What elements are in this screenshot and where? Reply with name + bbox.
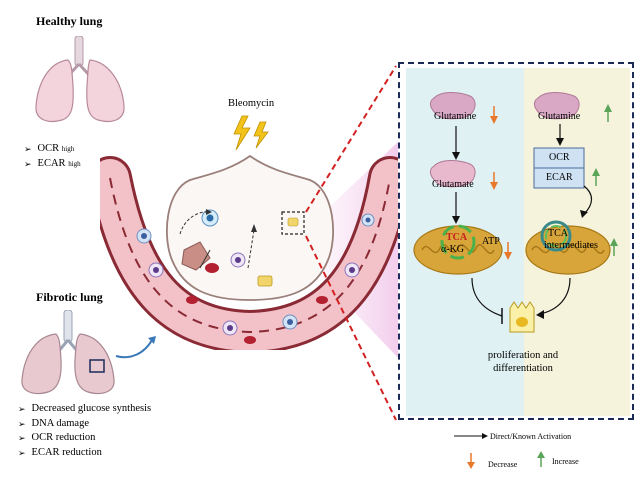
glutamine-molecule-icon: [429, 92, 476, 120]
alveolus-diagram: [100, 154, 400, 350]
zoom-region-icon: [89, 359, 105, 373]
tca-label-right: TCA: [548, 228, 568, 239]
glutamate-molecule-icon: [429, 160, 476, 188]
outcome-label: proliferation and differentiation: [487, 350, 559, 374]
tca-cycle-icon: [540, 220, 572, 252]
bleomycin-label: Bleomycin: [228, 98, 275, 109]
bullet-icon: ➢: [18, 447, 26, 458]
legend-decrease: Decrease: [488, 460, 518, 469]
decrease-arrow-icon: [490, 106, 498, 124]
legend-increase: Increase: [552, 457, 579, 466]
activation-arrow-icon: [454, 433, 488, 439]
legend-increase-icon: [537, 451, 545, 467]
increase-arrow-icon: [592, 168, 600, 186]
healthy-lung-icon: [35, 36, 125, 123]
fibrotic-lung-icon: [21, 310, 115, 395]
fibrotic-item: ➢OCR reduction: [18, 431, 151, 446]
zoom-connector-lines: [305, 65, 397, 421]
bullet-icon: ➢: [18, 433, 26, 443]
pathway-diagram: [413, 92, 611, 333]
increase-arrow-icon: [604, 104, 612, 122]
healthy-item-ecar: ➢ ECAR high: [24, 157, 81, 172]
decrease-arrow-icon: [504, 242, 512, 260]
glutamine-molecule-icon: [533, 92, 580, 120]
fibrotic-item: ➢Decreased glucose synthesis: [18, 402, 151, 417]
fibrotic-lung-list: ➢Decreased glucose synthesis ➢DNA damage…: [18, 402, 151, 460]
curved-arrow-icon: [115, 336, 156, 359]
glutamine-label-left: Glutamine: [434, 111, 477, 122]
ocr-label: OCR: [549, 152, 570, 163]
legend-decrease-icon: [467, 453, 475, 469]
healthy-item-ocr: ➢ OCR high: [24, 142, 81, 157]
akg-label: α-KG: [441, 244, 465, 255]
healthy-lung-title: Healthy lung: [36, 14, 103, 28]
decrease-arrow-icon: [490, 172, 498, 190]
mitochondrion-icon: [413, 225, 503, 275]
fibrotic-item: ➢DNA damage: [18, 417, 151, 432]
change-arrows: [490, 104, 618, 260]
bullet-icon: ➢: [24, 158, 32, 169]
increase-arrow-icon: [610, 238, 618, 256]
glutamate-label: Glutamate: [432, 179, 474, 190]
legend-activation: Direct/Known Activation: [490, 432, 572, 441]
glutamine-label-right: Glutamine: [538, 111, 581, 122]
bullet-icon: ➢: [18, 404, 26, 414]
intermediates-label: intermediates: [544, 240, 598, 251]
bullet-icon: ➢: [24, 144, 32, 154]
bullet-icon: ➢: [18, 418, 26, 429]
fibrotic-lung-title: Fibrotic lung: [36, 290, 103, 304]
tca-cycle-icon: [440, 224, 476, 260]
fibrotic-item: ➢ECAR reduction: [18, 446, 151, 461]
lightning-icon: [233, 115, 269, 151]
healthy-lung-list: ➢ OCR high ➢ ECAR high: [24, 142, 81, 171]
ecar-box: [533, 167, 585, 189]
tca-label-left: TCA: [446, 232, 468, 243]
atp-label: ATP: [482, 236, 500, 247]
ecar-label: ECAR: [546, 172, 573, 183]
